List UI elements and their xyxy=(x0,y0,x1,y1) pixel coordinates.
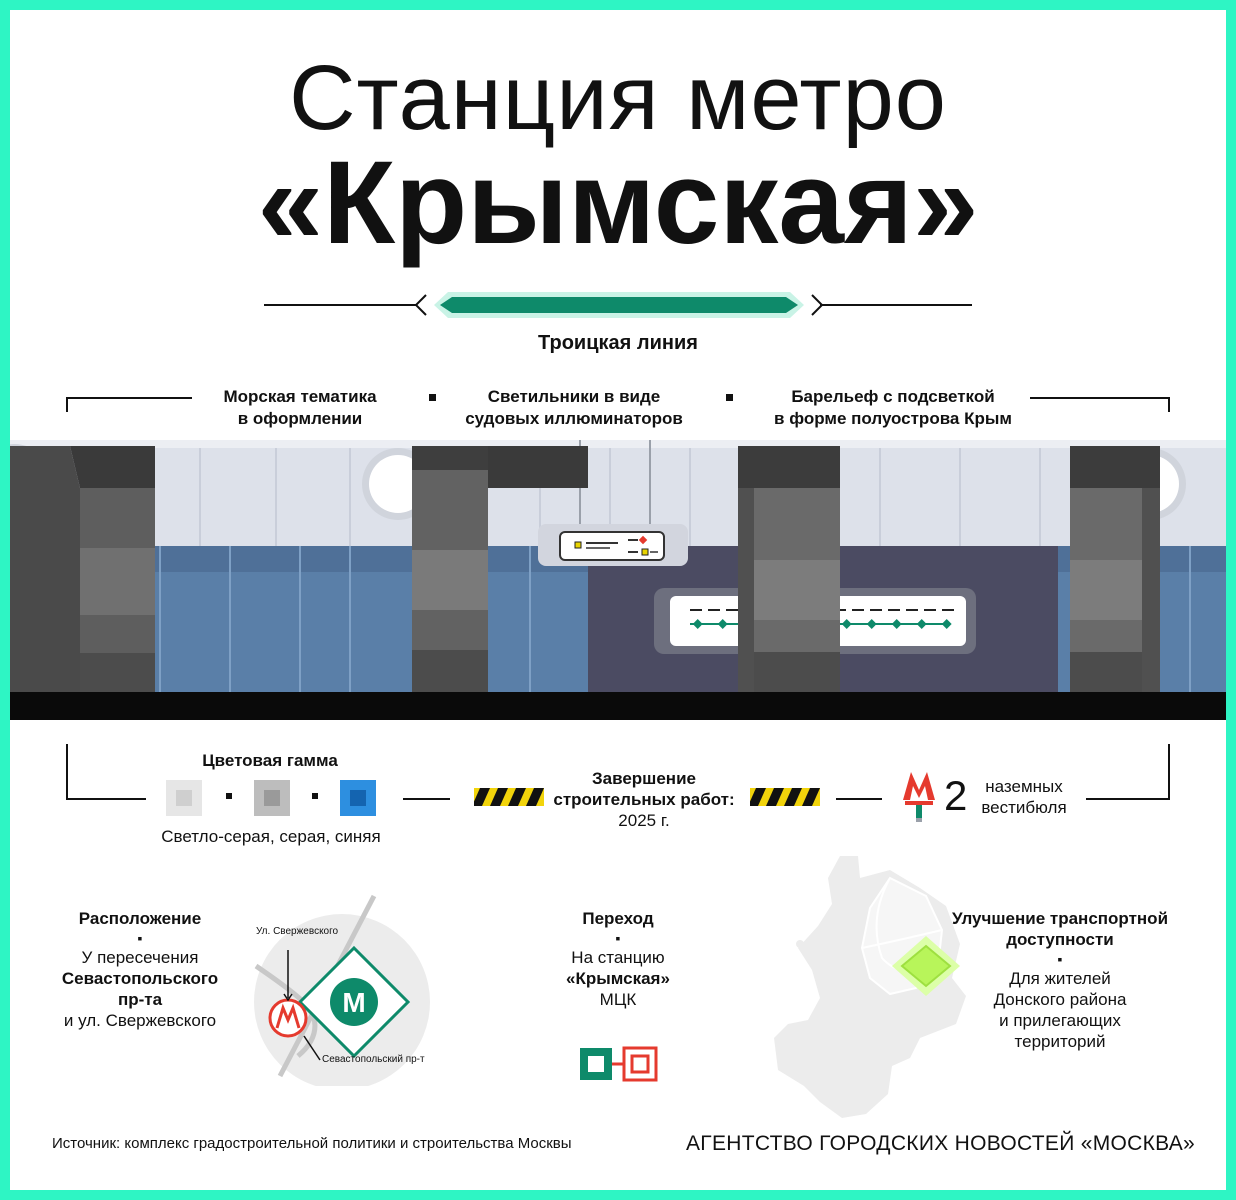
map-label-avenue: Севастопольский пр-т xyxy=(322,1054,425,1065)
map-label-street: Ул. Свержевского xyxy=(256,926,339,937)
mck-transfer-icon xyxy=(580,1046,658,1082)
title-line-1: Станция метро xyxy=(289,47,947,149)
transport-text: Улучшение транспортной доступности ▪ Для… xyxy=(951,909,1169,1051)
donskoy-district-icon xyxy=(892,936,960,996)
metro-m-icon: М xyxy=(342,987,365,1018)
hazard-stripe-icon xyxy=(474,788,544,806)
completion-text: Завершение строительных работ: 2025 г. xyxy=(553,769,735,830)
transfer-text: Переход ▪ На станцию «Крымская» МЦК xyxy=(566,909,670,1009)
vestibule-count: 2 xyxy=(944,772,968,819)
location-text: Расположение ▪ У пересечения Севастополь… xyxy=(61,909,219,1030)
info-bracket xyxy=(66,744,1170,800)
line-name: Троицкая линия xyxy=(538,332,698,354)
source-credit: Источник: комплекс градостроительной пол… xyxy=(52,1135,572,1152)
station-illustration xyxy=(10,440,1226,720)
palette-caption: Светло-серая, серая, синяя xyxy=(161,827,381,846)
columns xyxy=(10,446,1160,692)
features-bracket xyxy=(66,394,1170,412)
palette-swatches xyxy=(166,780,376,816)
line-badge-icon xyxy=(264,292,972,318)
hazard-stripe-icon xyxy=(750,788,820,806)
agency-name: АГЕНТСТВО ГОРОДСКИХ НОВОСТЕЙ «МОСКВА» xyxy=(686,1132,1196,1155)
palette-title: Цветовая гамма xyxy=(202,751,338,770)
location-map: М xyxy=(254,894,430,1086)
metro-vestibule-icon xyxy=(903,772,935,822)
title-line-2: «Крымская» xyxy=(257,137,979,269)
moscow-map xyxy=(774,856,966,1118)
